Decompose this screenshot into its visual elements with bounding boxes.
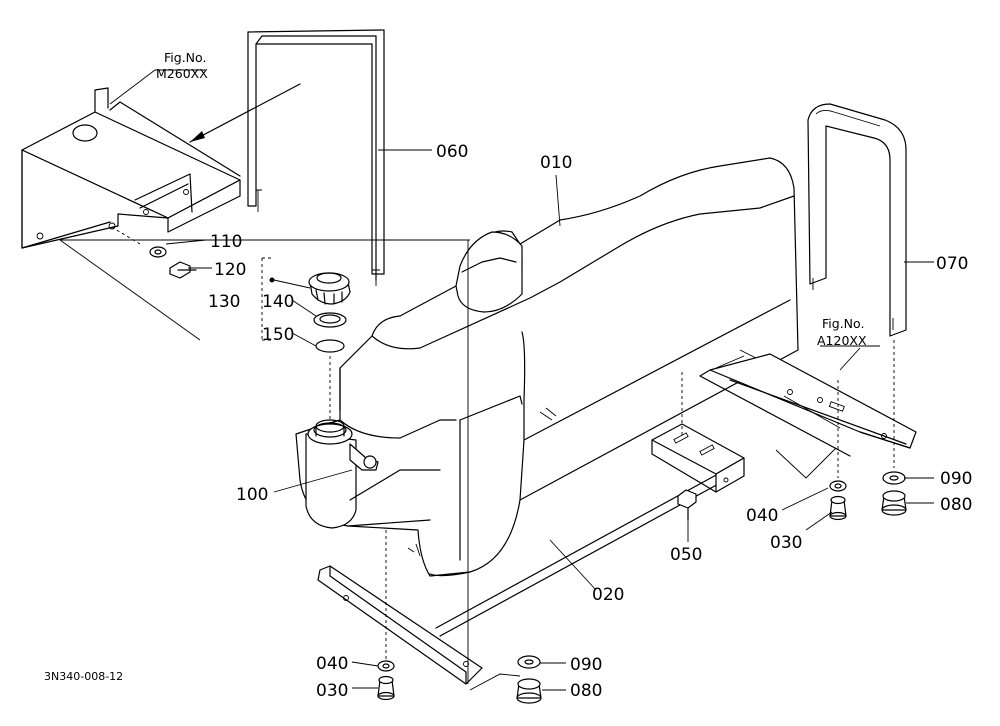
callout-070[interactable]: 070 — [936, 254, 968, 274]
frame-bracket-right — [699, 340, 917, 478]
callout-110[interactable]: 110 — [210, 232, 242, 252]
support-rail-020 — [317, 240, 745, 691]
rail-clamp-bracket — [651, 372, 745, 493]
fig-ref-m260[interactable]: Fig.No. M260XX — [156, 50, 208, 81]
callout-090-left[interactable]: 090 — [570, 655, 602, 675]
washer-090-left — [517, 655, 541, 669]
fig-ref-a120-line1: Fig.No. — [822, 316, 864, 331]
strap-070 — [807, 103, 907, 337]
callout-020[interactable]: 020 — [592, 585, 624, 605]
callout-090-right[interactable]: 090 — [940, 469, 972, 489]
callout-130[interactable]: 130 — [208, 292, 240, 312]
bracket-arrow — [189, 83, 301, 143]
fuel-tank-010 — [295, 157, 799, 577]
nut-030-left — [377, 675, 395, 701]
callout-080-left[interactable]: 080 — [570, 681, 602, 701]
drawing-code: 3N340-008-12 — [44, 670, 123, 683]
washer-090-right — [882, 471, 906, 485]
bolt-120 — [109, 225, 197, 279]
fig-ref-m260-line2: M260XX — [156, 66, 208, 81]
bolt-050 — [677, 489, 697, 521]
nut-030-right — [829, 495, 847, 521]
callout-150[interactable]: 150 — [262, 325, 294, 345]
nut-080-right — [881, 490, 907, 516]
callout-030-left[interactable]: 030 — [316, 681, 348, 701]
callout-060[interactable]: 060 — [436, 142, 468, 162]
leader-lines — [109, 69, 934, 691]
fuel-cap-assembly — [261, 257, 351, 424]
fig-ref-a120-line2: A120XX — [817, 333, 867, 348]
callout-080-right[interactable]: 080 — [940, 495, 972, 515]
tank-mount-bracket — [21, 87, 470, 341]
fig-ref-a120[interactable]: Fig.No. A120XX — [817, 316, 867, 348]
washer-110 — [149, 246, 167, 258]
callout-140[interactable]: 140 — [262, 292, 294, 312]
fig-ref-m260-line1: Fig.No. — [164, 50, 206, 65]
fuel-strainer-100 — [305, 419, 441, 529]
callout-040-right[interactable]: 040 — [746, 506, 778, 526]
nut-080-left — [516, 678, 542, 704]
callout-100[interactable]: 100 — [236, 485, 268, 505]
callout-040-left[interactable]: 040 — [316, 654, 348, 674]
callout-030-right[interactable]: 030 — [770, 533, 802, 553]
callout-010[interactable]: 010 — [540, 153, 572, 173]
callout-050[interactable]: 050 — [670, 545, 702, 565]
strap-060 — [247, 29, 385, 286]
callout-120[interactable]: 120 — [214, 260, 246, 280]
washer-040-right — [829, 480, 847, 492]
